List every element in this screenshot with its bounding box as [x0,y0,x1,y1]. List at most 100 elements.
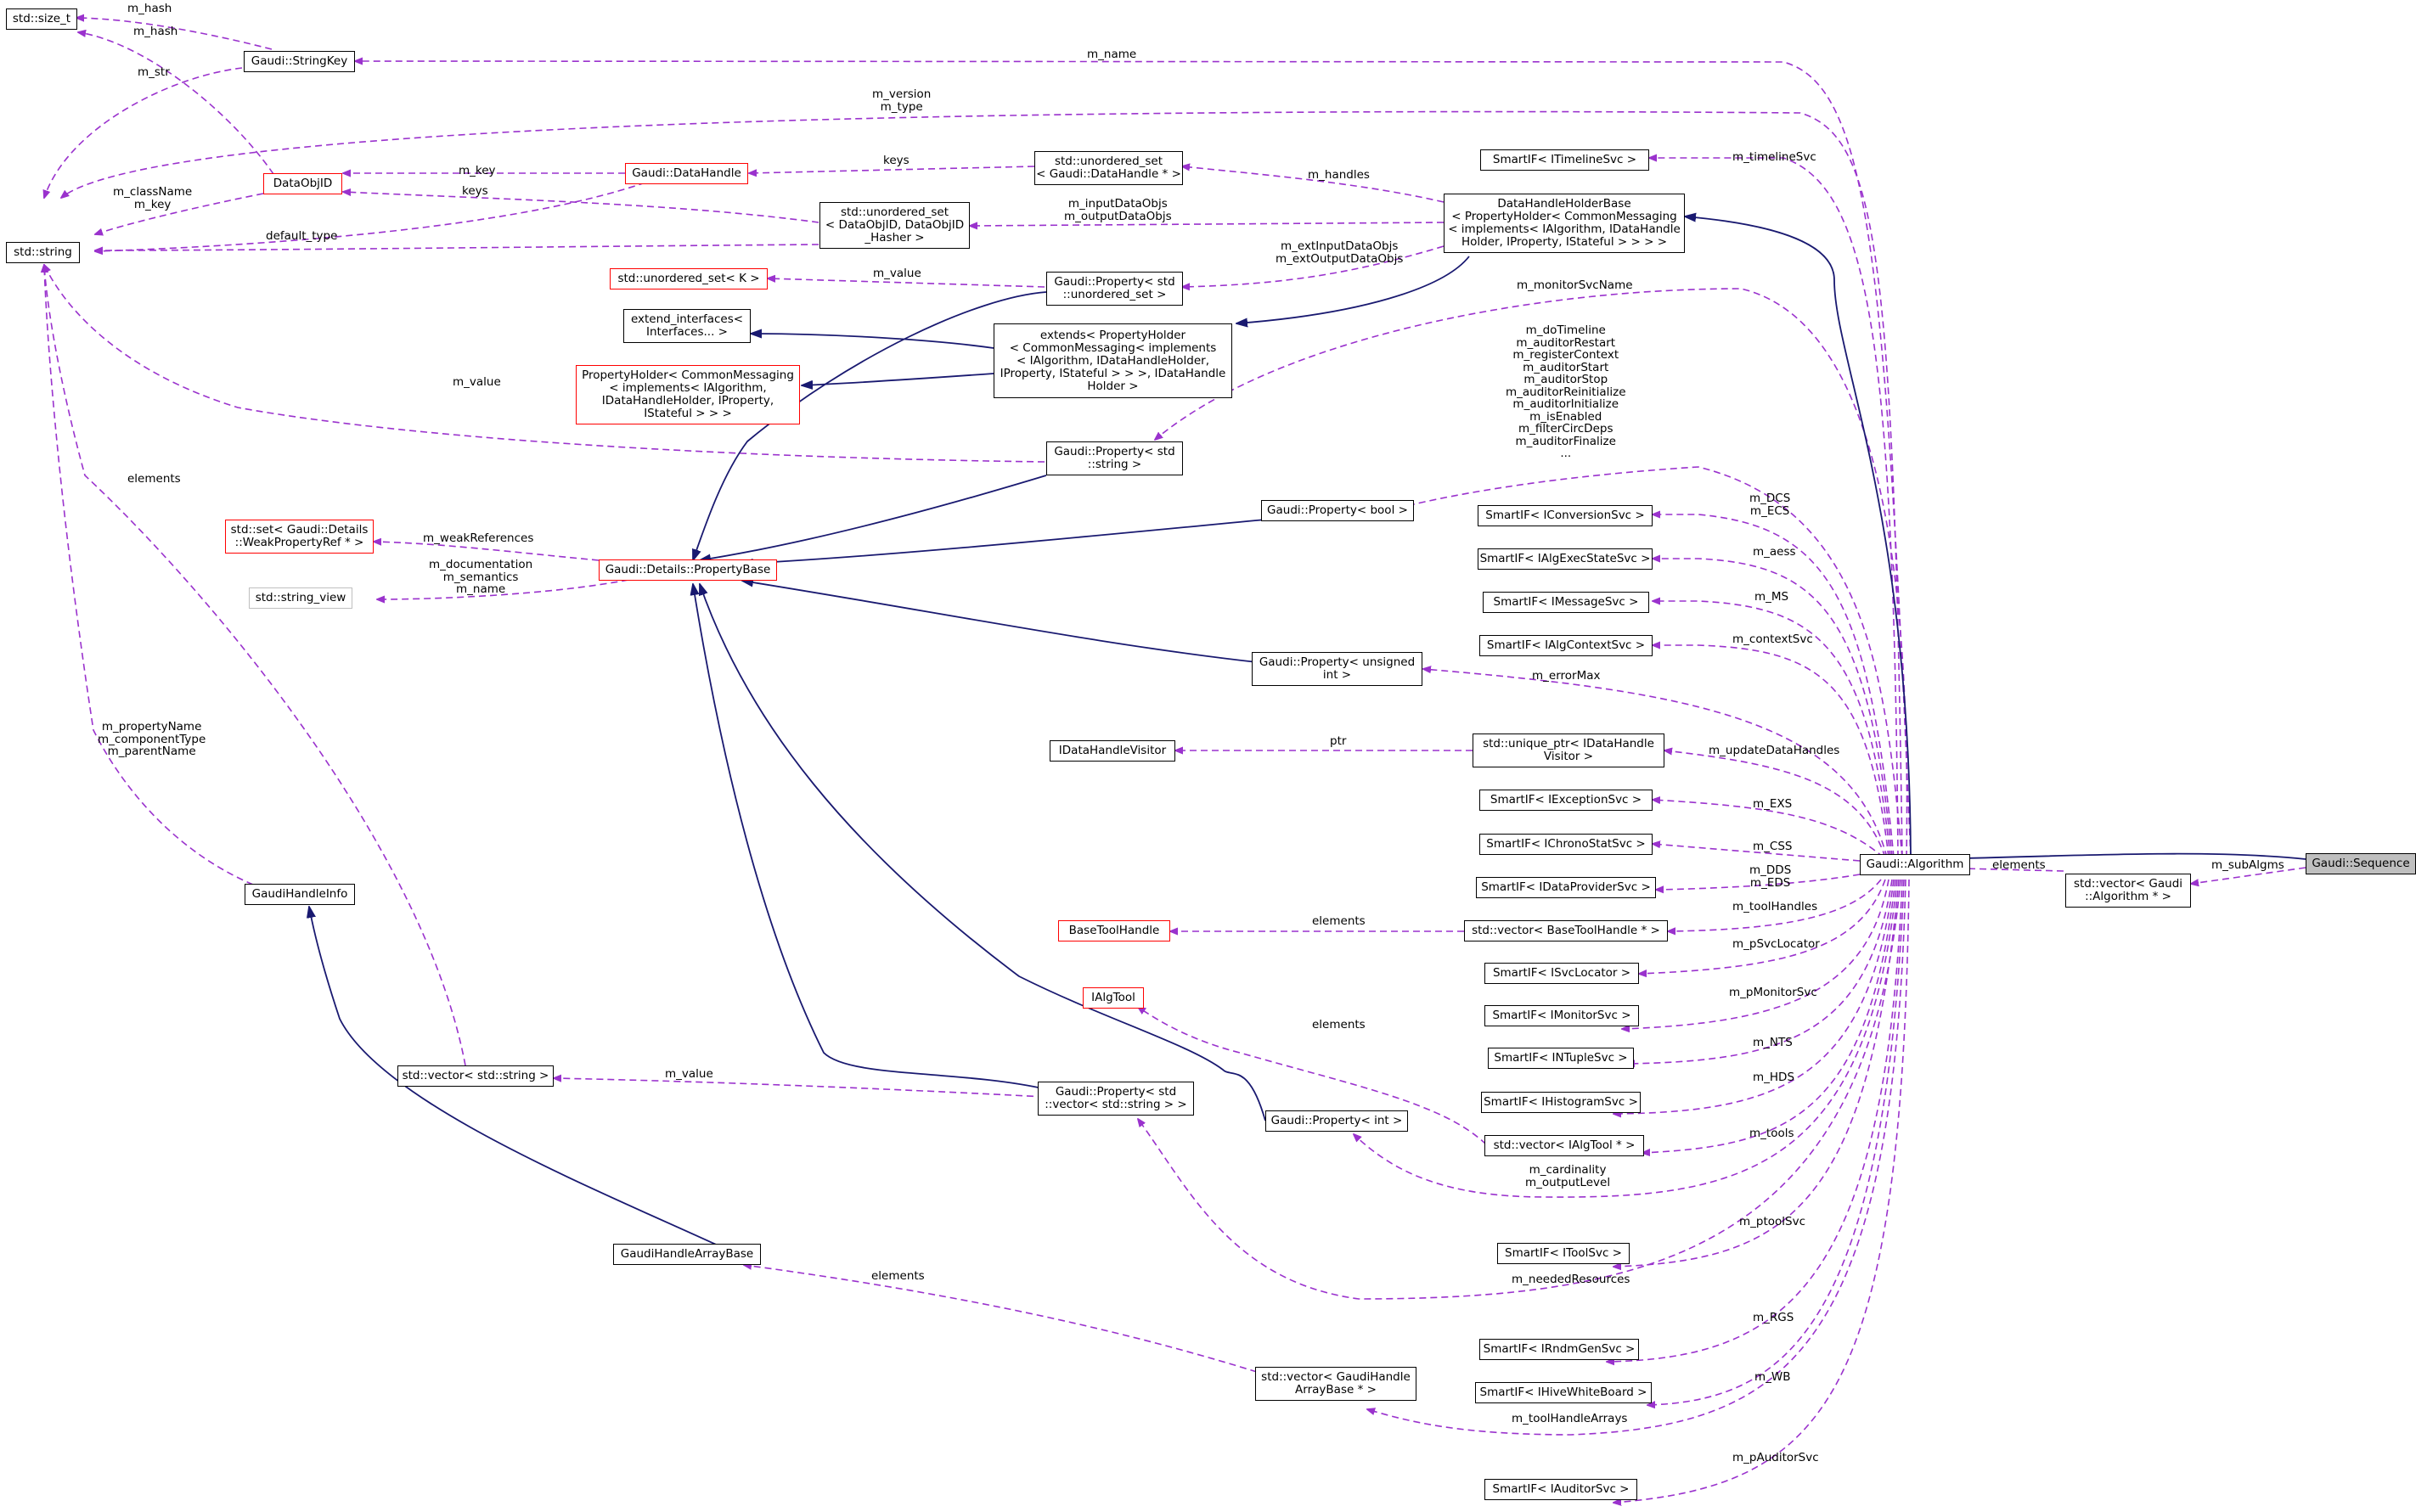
node-set-weakpropertyref[interactable]: std::set< Gaudi::Details ::WeakPropertyR… [225,520,374,554]
label-m-contextsvc: m_contextSvc [1732,632,1813,646]
node-datahandle[interactable]: Gaudi::DataHandle [625,163,748,184]
node-stringkey[interactable]: Gaudi::StringKey [244,51,355,72]
node-vector-basetoolhandle[interactable]: std::vector< BaseToolHandle * > [1464,920,1668,941]
edge-m-psvclocator [1639,879,1886,974]
node-ialgtool[interactable]: IAlgTool [1083,987,1144,1009]
node-std-string[interactable]: std::string [6,242,80,263]
node-uset-dataobjid[interactable]: std::unordered_set < DataObjID, DataObjI… [819,202,970,249]
label-m-hds: m_HDS [1753,1071,1795,1084]
edge-inherit-alg-dhhb [1685,216,1912,858]
node-smartif-dataprovidersvc[interactable]: SmartIF< IDataProviderSvc > [1476,877,1656,898]
edge-elements-gha [744,1265,1258,1373]
edge-m-ext [1182,245,1445,287]
edge-inherit-propbool-base [742,519,1266,564]
edge-m-value-vec-string [554,1078,1045,1098]
node-property-int[interactable]: Gaudi::Property< int > [1265,1110,1408,1132]
edge-inherit-propint-base [700,584,1266,1121]
label-m-str: m_str [138,65,170,79]
label-m-ms: m_MS [1754,590,1789,604]
edge-inherit-propvec-base [693,584,1047,1090]
node-gaudihandleinfo[interactable]: GaudiHandleInfo [245,884,355,905]
node-smartif-ntuplesvc[interactable]: SmartIF< INTupleSvc > [1488,1048,1634,1069]
node-vector-string[interactable]: std::vector< std::string > [397,1065,554,1087]
node-smartif-toolsvc[interactable]: SmartIF< IToolSvc > [1497,1243,1630,1264]
edge-m-dcs-ecs [1653,514,1895,858]
node-string-view[interactable]: std::string_view [249,587,352,609]
label-m-value-2: m_value [453,375,501,389]
node-gaudihandlearraybase[interactable]: GaudiHandleArrayBase [613,1244,761,1265]
node-smartif-algexecstatesvc[interactable]: SmartIF< IAlgExecStateSvc > [1478,548,1653,570]
edge-m-pauditorsvc [1613,879,1910,1503]
node-vector-ialgtool[interactable]: std::vector< IAlgTool * > [1484,1135,1644,1156]
node-extend-interfaces[interactable]: extend_interfaces< Interfaces... > [623,309,751,343]
node-uset-k[interactable]: std::unordered_set< K > [610,268,768,289]
label-bool-props: m_doTimeline m_auditorRestart m_register… [1506,323,1626,460]
edge-m-value-prop-string [44,265,1045,463]
edge-m-subalgms [2191,867,2306,884]
node-smartif-histogramsvc[interactable]: SmartIF< IHistogramSvc > [1481,1092,1641,1113]
node-smartif-conversionsvc[interactable]: SmartIF< IConversionSvc > [1478,505,1653,526]
edge-inherit-extends-propholder [802,373,994,385]
label-elements-2: elements [1992,858,2046,872]
node-smartif-svclocator[interactable]: SmartIF< ISvcLocator > [1484,963,1639,984]
node-gaudi-sequence[interactable]: Gaudi::Sequence [2306,853,2416,874]
node-smartif-monitorsvc[interactable]: SmartIF< IMonitorSvc > [1484,1005,1639,1026]
node-smartif-auditorsvc[interactable]: SmartIF< IAuditorSvc > [1484,1479,1637,1500]
edge-elements-vec-string [44,265,466,1066]
label-m-value-3: m_value [665,1067,713,1081]
label-m-wb: m_WB [1754,1370,1791,1384]
label-m-pauditorsvc: m_pAuditorSvc [1732,1451,1819,1464]
node-extends[interactable]: extends< PropertyHolder < CommonMessagin… [994,323,1232,398]
label-m-doc-sem-name: m_documentation m_semantics m_name [429,558,533,596]
edge-m-classname-key [95,193,264,234]
label-m-name: m_name [1087,48,1137,61]
label-m-rgs: m_RGS [1753,1311,1794,1324]
node-smartif-timelinesvc[interactable]: SmartIF< ITimelineSvc > [1480,149,1649,171]
edge-inherit-propuint-base [742,581,1258,663]
node-std-size-t[interactable]: std::size_t [6,8,77,30]
edge-datahandle-string [95,182,646,251]
node-smartif-chronostatsvc[interactable]: SmartIF< IChronoStatSvc > [1479,834,1653,855]
node-smartif-messagesvc[interactable]: SmartIF< IMessageSvc > [1483,592,1649,613]
node-idatahandlevisitor[interactable]: IDataHandleVisitor [1050,740,1175,762]
label-m-handles: m_handles [1308,168,1370,182]
node-property-bool[interactable]: Gaudi::Property< bool > [1261,500,1414,521]
node-vector-gaudihandlearray[interactable]: std::vector< GaudiHandle ArrayBase * > [1255,1367,1416,1401]
label-m-weakreferences: m_weakReferences [423,531,534,545]
edge-inherit-dhhb-extends [1236,256,1470,323]
node-smartif-exceptionsvc[interactable]: SmartIF< IExceptionSvc > [1479,790,1653,811]
label-m-pmonitorsvc: m_pMonitorSvc [1729,986,1817,999]
node-vector-algorithm[interactable]: std::vector< Gaudi ::Algorithm * > [2065,874,2191,908]
label-m-value-1: m_value [873,267,921,280]
edge-m-handles [1182,166,1445,203]
node-property-vector-string[interactable]: Gaudi::Property< std ::vector< std::stri… [1038,1082,1194,1116]
node-datahandleholderbase[interactable]: DataHandleHolderBase < PropertyHolder< C… [1444,194,1685,253]
node-smartif-algcontextsvc[interactable]: SmartIF< IAlgContextSvc > [1479,635,1653,656]
node-propertyholder[interactable]: PropertyHolder< CommonMessaging < implem… [576,365,800,424]
edge-m-weakreferences [374,542,600,561]
edge-m-ms [1653,601,1891,858]
node-unique-ptr-visitor[interactable]: std::unique_ptr< IDataHandle Visitor > [1473,734,1664,767]
edge-m-name [355,61,1912,858]
node-gaudi-algorithm[interactable]: Gaudi::Algorithm [1860,854,1970,875]
node-smartif-rndmgensvc[interactable]: SmartIF< IRndmGenSvc > [1479,1339,1639,1360]
edge-keys-uset-dh [749,166,1035,173]
node-dataobjid[interactable]: DataObjID [263,173,342,194]
node-propertybase[interactable]: Gaudi::Details::PropertyBase [599,559,777,581]
node-smartif-hivewhiteboard[interactable]: SmartIF< IHiveWhiteBoard > [1475,1382,1652,1403]
edge-m-css [1653,844,1861,862]
edge-m-str [44,67,243,198]
label-elements-5: elements [871,1269,925,1283]
edge-m-card-output [1354,879,1898,1198]
edge-inherit-gha-handleinfo [309,907,724,1249]
node-uset-datahandle[interactable]: std::unordered_set < Gaudi::DataHandle *… [1034,151,1183,185]
label-m-subalgms: m_subAlgms [2211,858,2284,872]
label-m-psvclocator: m_pSvcLocator [1732,937,1820,951]
node-property-string[interactable]: Gaudi::Property< std ::string > [1046,441,1183,475]
node-property-unsigned-int[interactable]: Gaudi::Property< unsigned int > [1252,652,1422,686]
label-keys-2: keys [462,184,488,198]
node-basetoolhandle[interactable]: BaseToolHandle [1058,920,1170,941]
node-property-uset[interactable]: Gaudi::Property< std ::unordered_set > [1046,272,1183,306]
